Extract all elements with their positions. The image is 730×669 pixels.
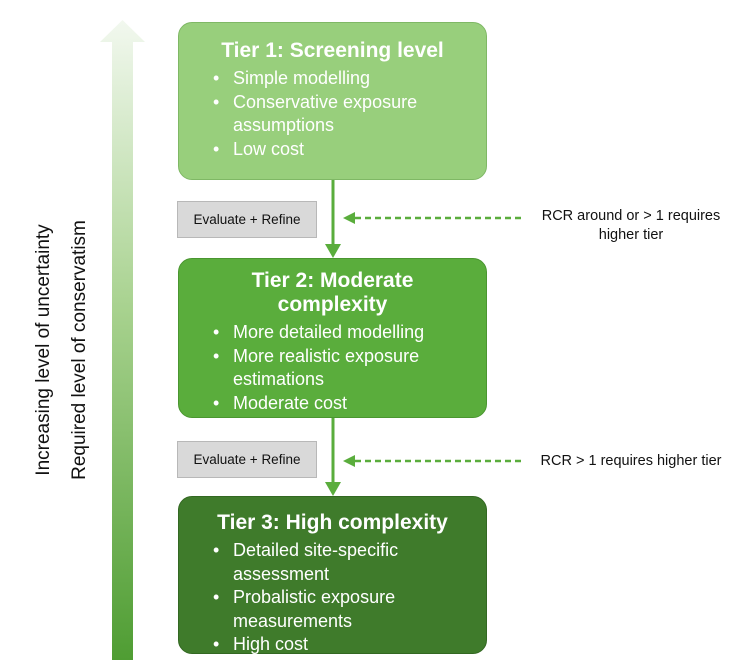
connector-arrow-icon (325, 418, 341, 496)
tier-1-bullet: Simple modelling (197, 67, 468, 91)
tier-2-note: RCR > 1 requires higher tier (540, 453, 722, 469)
dashed-arrow-icon (343, 455, 525, 467)
dashed-arrow-icon (343, 212, 525, 224)
uncertainty-arrow-icon (100, 20, 145, 660)
tier-1-note: RCR around or > 1 requires higher tier (541, 208, 721, 243)
tier-3-bullet: High cost (197, 633, 468, 657)
tier-2-title: Tier 2: Moderate complexity (251, 269, 414, 316)
evaluate-refine-box-1: Evaluate + Refine (177, 201, 317, 238)
tier-3-title: Tier 3: High complexity (217, 511, 448, 534)
tier-3-bullet: Detailed site-specific assessment (197, 539, 468, 586)
tier-3-bullet: Probalistic exposure measurements (197, 586, 468, 633)
tier-3-box: Tier 3: High complexity Detailed site-sp… (178, 496, 487, 657)
tier-2-bullet: Moderate cost (197, 392, 468, 416)
tier-1-bullets: Simple modelling Conservative exposure a… (197, 67, 468, 161)
tier-1-bullet: Low cost (197, 138, 468, 162)
tier-1-bullet: Conservative exposure assumptions (197, 91, 468, 138)
axis-label-conservatism: Required level of conservatism (69, 220, 90, 480)
tier-3-bullets: Detailed site-specific assessment Probal… (197, 539, 468, 657)
connector-arrow-icon (325, 180, 341, 258)
tier-2-bullets: More detailed modelling More realistic e… (197, 321, 468, 415)
tier-1-box: Tier 1: Screening level Simple modelling… (178, 22, 487, 180)
axis-label-uncertainty: Increasing level of uncertainty (33, 224, 54, 476)
tier-2-bullet: More realistic exposure estimations (197, 345, 468, 392)
tier-2-bullet: More detailed modelling (197, 321, 468, 345)
tier-1-title: Tier 1: Screening level (221, 39, 444, 62)
tier-2-box: Tier 2: Moderate complexity More detaile… (178, 258, 487, 418)
evaluate-refine-box-2: Evaluate + Refine (177, 441, 317, 478)
